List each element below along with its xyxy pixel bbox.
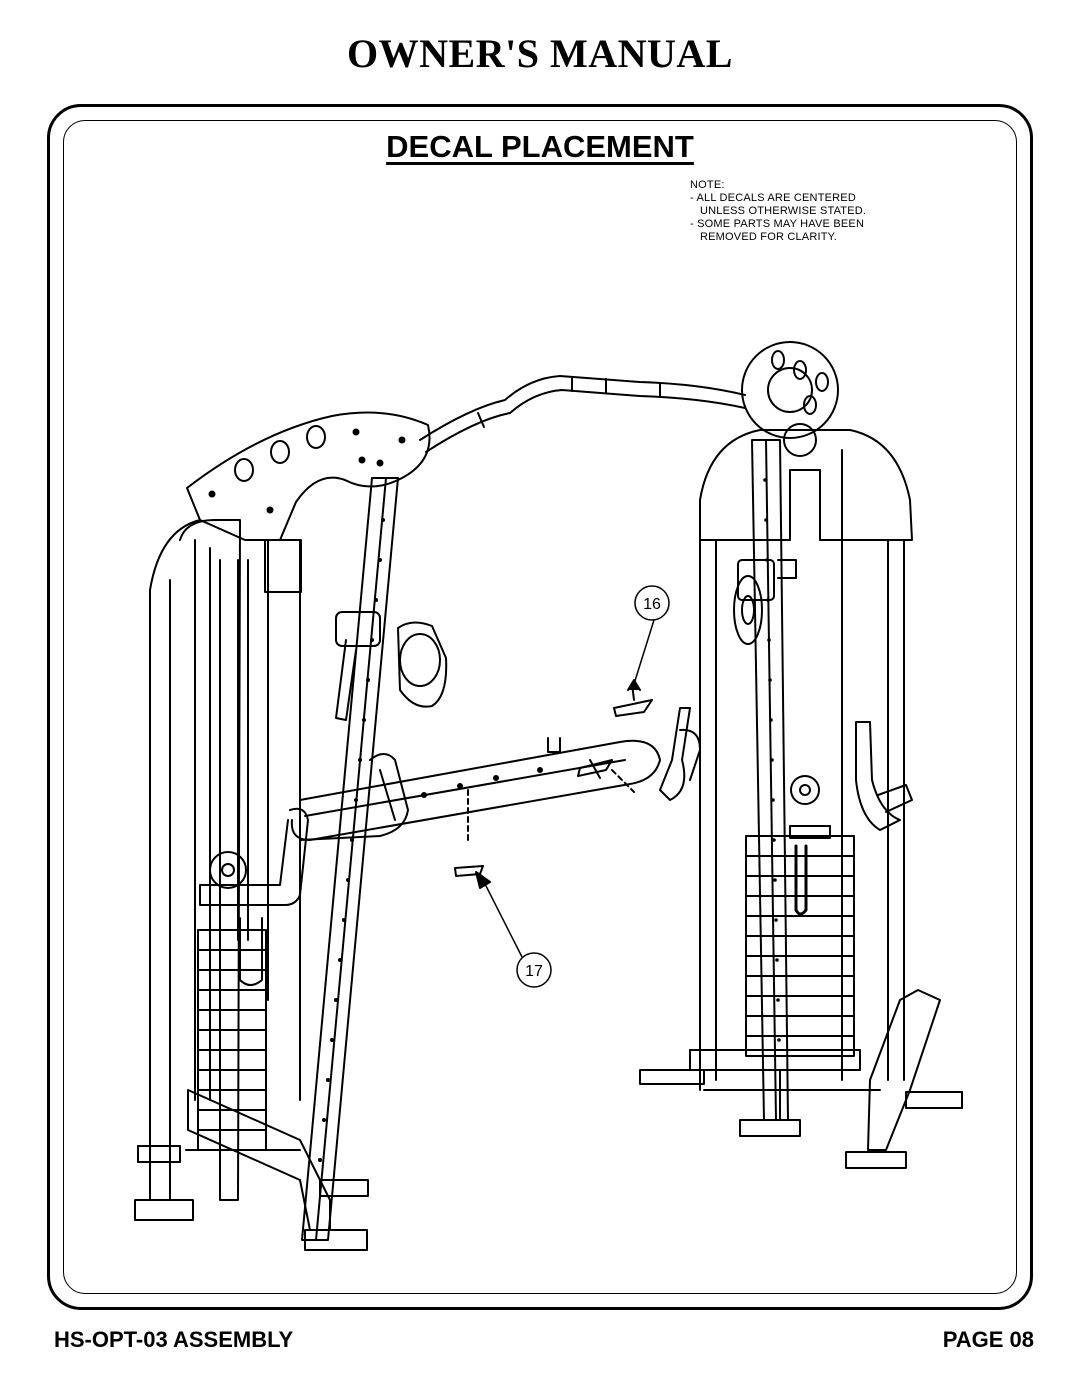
assembly-note: NOTE: - ALL DECALS ARE CENTERED UNLESS O… <box>690 179 866 244</box>
page-frame-outer <box>47 104 1033 1310</box>
right-weight-stack <box>745 825 855 1057</box>
note-line: - ALL DECALS ARE CENTERED <box>690 192 856 204</box>
assembly-label: HS-OPT-03 ASSEMBLY <box>54 1327 294 1352</box>
callout-16-label: 16 <box>643 596 661 613</box>
note-line: UNLESS OTHERWISE STATED. <box>700 205 867 217</box>
section-title: DECAL PLACEMENT <box>386 129 694 164</box>
page-frame-inner <box>63 120 1017 1294</box>
note-line: - SOME PARTS MAY HAVE BEEN <box>690 218 865 230</box>
note-heading: NOTE: <box>690 179 725 191</box>
callout-17-label: 17 <box>525 963 543 980</box>
callout-16: 16 <box>633 585 670 685</box>
right-tower <box>639 341 963 1169</box>
left-weight-stack <box>197 917 267 1151</box>
page-header: OWNER'S MANUAL <box>347 31 733 76</box>
center-bar <box>290 737 661 877</box>
page-number: PAGE 08 <box>942 1327 1034 1352</box>
top-crossbar <box>419 375 746 453</box>
callout-17: 17 <box>475 871 552 988</box>
left-tower <box>134 411 448 1251</box>
decal-16-shape <box>611 679 653 793</box>
note-line: REMOVED FOR CLARITY. <box>700 231 838 243</box>
